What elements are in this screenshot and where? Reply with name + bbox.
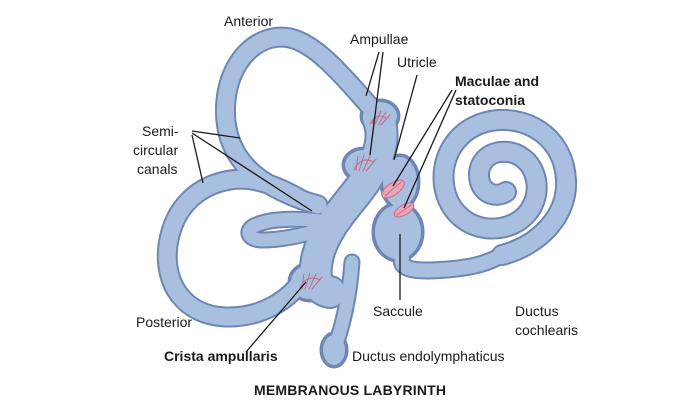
leader-ampullae-upper <box>365 51 380 97</box>
crista-upper <box>369 110 391 126</box>
leader-utricle <box>393 74 418 161</box>
leader-semi-anterior <box>191 130 241 139</box>
label-maculae-line2: statoconia <box>455 92 525 108</box>
leader-ampullae-lower <box>369 51 384 156</box>
label-ampullae: Ampullae <box>350 31 409 47</box>
leader-maculae-utricle <box>392 89 453 187</box>
leader-semi-lateral <box>191 132 313 212</box>
leader-semi-posterior <box>191 134 204 184</box>
labyrinth-fill <box>158 28 576 365</box>
crista-middle <box>353 154 377 172</box>
leader-maculae-saccule <box>403 89 457 209</box>
macula-utricle <box>381 179 405 199</box>
labels: Anterior Ampullae Utricle Maculae and st… <box>133 13 578 398</box>
crista-lower <box>299 272 323 290</box>
label-semicircular-line2: circular <box>133 142 178 158</box>
label-semicircular-line1: Semi- <box>142 123 179 139</box>
label-saccule: Saccule <box>373 303 423 319</box>
label-ductus-cochlearis-line2: cochlearis <box>515 322 578 338</box>
macula-saccule <box>393 202 415 218</box>
label-posterior: Posterior <box>136 314 192 330</box>
label-maculae-line1: Maculae and <box>455 73 539 89</box>
label-ductus-endolymphaticus: Ductus endolymphaticus <box>352 348 505 364</box>
label-utricle: Utricle <box>397 54 437 70</box>
label-anterior: Anterior <box>224 13 273 29</box>
label-semicircular-line3: canals <box>137 161 177 177</box>
sensory-structures <box>299 110 415 290</box>
label-ductus-cochlearis-line1: Ductus <box>515 303 559 319</box>
figure-caption: MEMBRANOUS LABYRINTH <box>254 382 446 398</box>
leader-lines <box>191 51 457 353</box>
label-crista-ampullaris: Crista ampullaris <box>164 348 278 364</box>
leader-crista <box>245 281 307 353</box>
labyrinth-illustration <box>156 26 578 369</box>
